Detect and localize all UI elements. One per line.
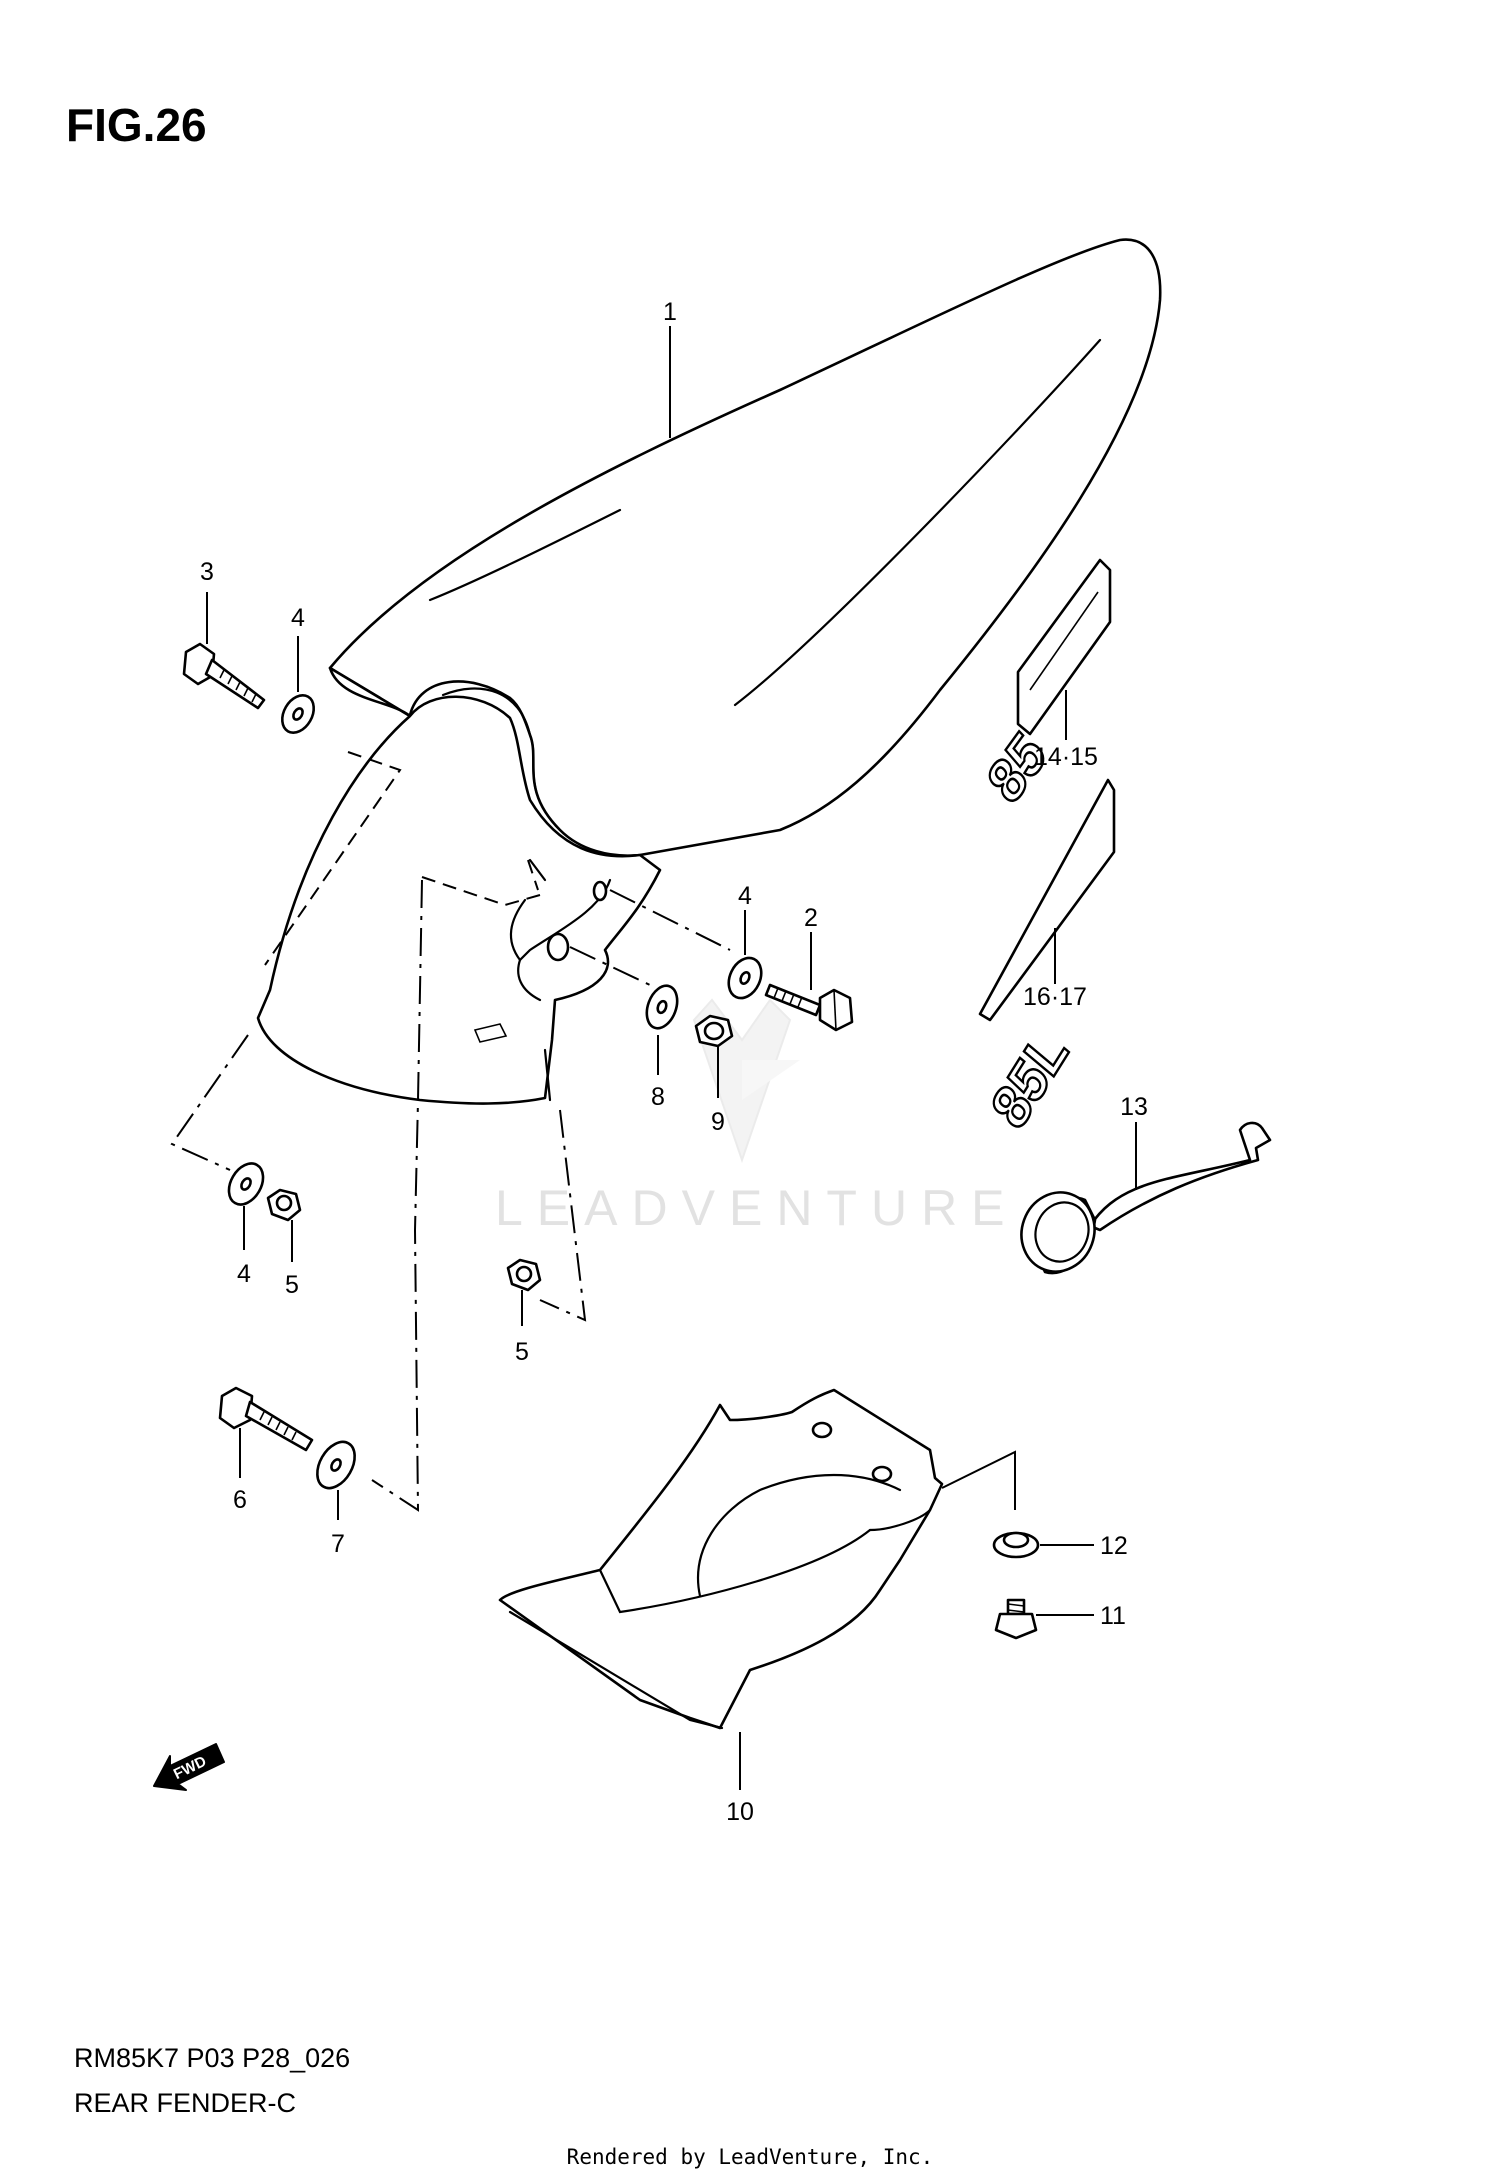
callout-11[interactable]: 11 [1100, 1602, 1126, 1630]
fwd-arrow-icon: FWD [153, 1743, 225, 1791]
callout-4-lower[interactable]: 4 [237, 1260, 251, 1288]
watermark-text: LEADVENTURE [495, 1180, 1019, 1236]
part-5-nut-center[interactable] [506, 1258, 542, 1292]
part-11-screw[interactable] [994, 1598, 1038, 1640]
part-10-skid-plate[interactable] [498, 1388, 944, 1730]
part-1-rear-fender[interactable] [256, 238, 1162, 1105]
callout-14-15[interactable]: 14·15 [1034, 743, 1098, 771]
part-6-bolt[interactable] [218, 1386, 314, 1452]
part-8-washer[interactable] [641, 982, 682, 1033]
callout-12[interactable]: 12 [1100, 1532, 1128, 1560]
part-12-grommet[interactable] [992, 1531, 1040, 1559]
callout-1[interactable]: 1 [663, 298, 677, 326]
callout-6[interactable]: 6 [233, 1486, 247, 1514]
part-16-17-decal[interactable]: 85L [978, 778, 1116, 1141]
callout-16-17[interactable]: 16·17 [1023, 983, 1087, 1011]
decal-lower-text: 85L [979, 1018, 1079, 1141]
callout-8[interactable]: 8 [651, 1083, 665, 1111]
part-4-washer-upper[interactable] [276, 690, 320, 739]
part-2-bolt[interactable] [764, 983, 854, 1032]
callout-10[interactable]: 10 [726, 1798, 754, 1826]
part-9-nut[interactable] [694, 1014, 734, 1048]
callout-4-upper[interactable]: 4 [291, 604, 305, 632]
callout-7[interactable]: 7 [331, 1530, 345, 1558]
rendered-by-credit: Rendered by LeadVenture, Inc. [567, 2145, 934, 2169]
diagram-name: REAR FENDER-C [74, 2088, 296, 2118]
part-4-washer-lower[interactable] [222, 1157, 270, 1210]
callout-4-right[interactable]: 4 [738, 882, 752, 910]
figure-title: FIG.26 [66, 99, 207, 151]
callout-2[interactable]: 2 [804, 904, 818, 932]
callout-13[interactable]: 13 [1120, 1093, 1148, 1121]
watermark: LEADVENTURE [495, 998, 1019, 1236]
part-7-washer[interactable] [310, 1435, 363, 1494]
part-3-bolt[interactable] [182, 642, 266, 710]
callout-5-left[interactable]: 5 [285, 1271, 299, 1299]
callout-9[interactable]: 9 [711, 1108, 725, 1136]
callout-5-center[interactable]: 5 [515, 1338, 529, 1366]
callout-3[interactable]: 3 [200, 558, 214, 586]
diagram-code: RM85K7 P03 P28_026 [74, 2043, 350, 2073]
part-5-nut-left[interactable] [266, 1188, 302, 1222]
part-13-tool[interactable] [1010, 1121, 1272, 1282]
part-4-washer-right[interactable] [723, 953, 768, 1004]
